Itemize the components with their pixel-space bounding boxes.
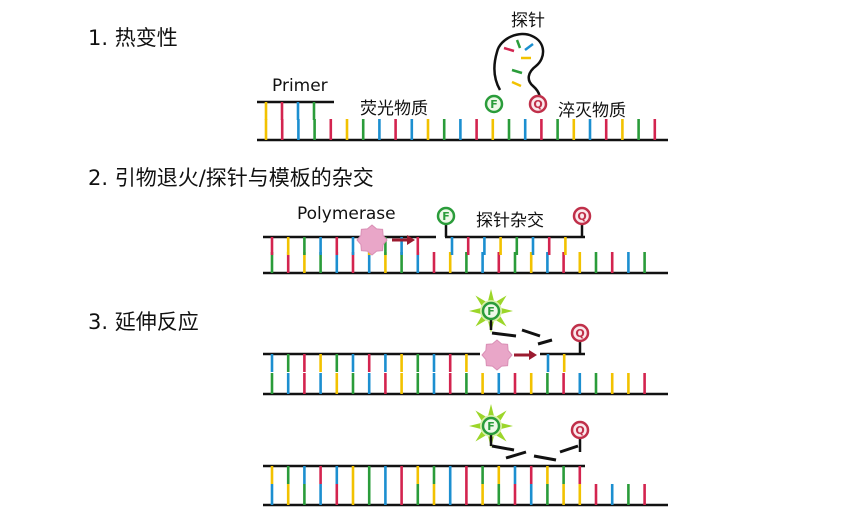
probe-base — [524, 43, 534, 51]
probe-base — [503, 46, 515, 53]
probe-fragment — [559, 444, 579, 454]
glow-ray — [469, 423, 481, 429]
step-2-title: 2. 引物退火/探针与模板的杂交 — [88, 162, 374, 192]
glow-ray — [488, 289, 494, 301]
glow-ray — [501, 308, 513, 314]
marker-ring — [572, 206, 592, 226]
polymerase-label: Polymerase — [297, 204, 396, 224]
glow-ray — [469, 308, 481, 314]
template-strands — [257, 119, 668, 507]
probe-base — [511, 68, 523, 75]
quencher-marker: Q — [528, 94, 548, 114]
probe-base — [515, 39, 522, 49]
polymerase-enzyme — [481, 339, 513, 371]
quencher-label: 淬灭物质 — [558, 101, 626, 121]
polymerase-enzyme — [356, 224, 388, 256]
probe-label: 探针 — [511, 11, 545, 31]
marker-ring — [528, 94, 548, 114]
probe-fragment — [491, 331, 517, 338]
fluorophore-label: 荧光物质 — [360, 99, 428, 119]
glow-ray — [501, 423, 513, 429]
step-2-text: 引物退火/探针与模板的杂交 — [114, 166, 374, 190]
primer-and-extension-strands — [257, 100, 585, 484]
fluorophore-marker: F — [436, 206, 456, 237]
probe-fragment — [533, 454, 557, 462]
cleaved-probe-fragments — [491, 328, 579, 462]
probe-base — [511, 80, 522, 88]
polymerase-blob — [481, 339, 513, 371]
quencher-marker: Q — [570, 420, 590, 452]
probe-fragment — [521, 328, 541, 338]
marker-ring — [436, 206, 456, 226]
marker-ring — [570, 420, 590, 440]
step-3-number: 3. — [88, 310, 109, 334]
probe-backbone — [493, 32, 545, 105]
probe-fragment — [491, 444, 515, 452]
probe-fragment — [505, 450, 527, 460]
fluor-quencher-markers: F Q F Q F Q F Q — [436, 94, 592, 452]
probe-fragment — [537, 338, 553, 346]
quencher-marker: Q — [572, 206, 592, 237]
marker-ring — [481, 416, 501, 436]
polymerase-blob — [356, 224, 388, 256]
marker-letter: Q — [577, 210, 586, 223]
marker-ring — [481, 301, 501, 321]
step-2-number: 2. — [88, 166, 109, 190]
marker-letter: Q — [575, 424, 584, 437]
marker-letter: F — [442, 210, 450, 223]
glow-ray — [488, 404, 494, 416]
marker-ring — [484, 94, 504, 114]
arrow-head — [529, 350, 537, 360]
probe-hybridization-label: 探针杂交 — [476, 211, 544, 231]
primer-label: Primer — [272, 76, 328, 96]
extension-arrow — [392, 235, 415, 245]
polymerase-enzymes — [356, 224, 537, 371]
marker-letter: F — [490, 98, 498, 111]
fluorophore-marker: F — [484, 94, 504, 114]
quencher-marker: Q — [570, 323, 590, 354]
marker-letter: F — [487, 420, 495, 433]
extension-arrow — [514, 350, 537, 360]
fluorophore-marker: F — [481, 416, 501, 446]
marker-letter: Q — [575, 327, 584, 340]
step-1-number: 1. — [88, 26, 109, 50]
step-3-text: 延伸反应 — [114, 310, 199, 334]
marker-letter: F — [487, 305, 495, 318]
probe-step1 — [493, 32, 545, 105]
marker-letter: Q — [533, 98, 542, 111]
step-1-title: 1. 热变性 — [88, 22, 178, 52]
fluorophore-marker: F — [481, 301, 501, 330]
marker-ring — [570, 323, 590, 343]
step-1-text: 热变性 — [114, 26, 178, 50]
step-3-title: 3. 延伸反应 — [88, 306, 199, 336]
arrow-head — [407, 235, 415, 245]
